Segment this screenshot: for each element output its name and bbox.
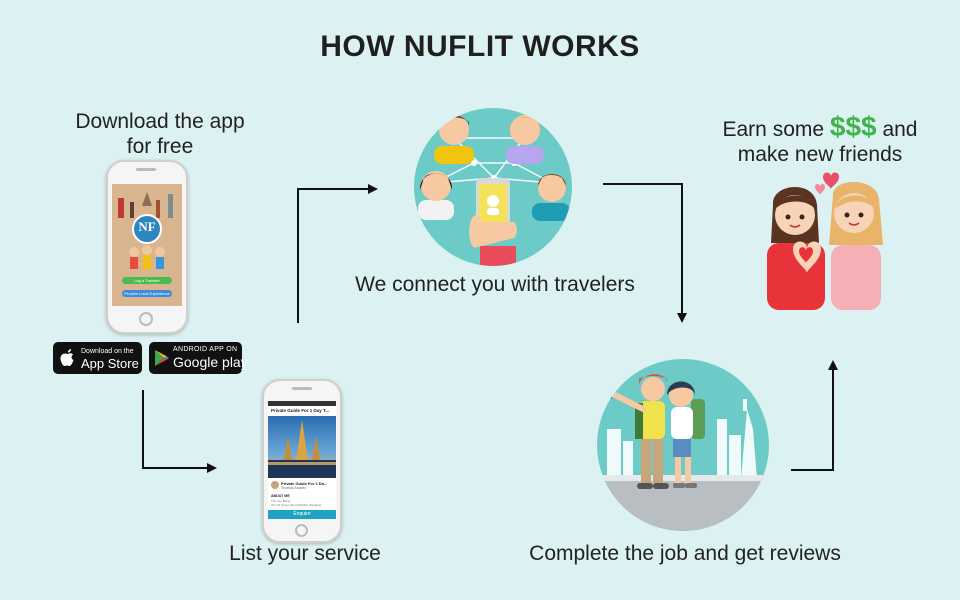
step-earn-line1: Earn some $$$ and <box>700 111 940 142</box>
apple-icon <box>60 349 74 366</box>
arrow-download-to-list <box>142 390 217 473</box>
phone-speaker <box>292 387 312 390</box>
step-download-label: Download the app for free <box>50 109 270 159</box>
earn-money: $$$ <box>829 111 877 142</box>
enquire-button[interactable]: Enquire <box>268 510 336 519</box>
google-play-badge[interactable]: ANDROID APP ON Google play <box>149 342 248 374</box>
arrow-connect-to-complete <box>603 183 687 323</box>
listing-author: Thomas Alvarez <box>281 486 307 490</box>
listing-title: Private Guide For 1 Da... <box>281 481 328 486</box>
friends-heart-illustration-icon <box>767 172 883 310</box>
google-play-small-text: ANDROID APP ON <box>173 346 238 353</box>
phone-speaker <box>136 168 156 171</box>
about-line1: The city, Bang... <box>271 499 293 503</box>
app-store-badge[interactable]: Download on the App Store <box>53 342 142 374</box>
step-complete-label: Complete the job and get reviews <box>529 542 841 565</box>
arrow-complete-to-earn <box>791 360 838 471</box>
arrow-list-to-connect <box>297 184 378 323</box>
app-store-small-text: Download on the <box>81 348 134 355</box>
phone-home-button <box>295 524 308 537</box>
step-connect-label: We connect you with travelers <box>355 273 635 296</box>
about-line2: 4/1 3/2 Tower Alford Rabbid, Bangkok <box>271 503 322 507</box>
earn-post: and <box>882 118 918 141</box>
temple-photo-icon <box>268 416 336 478</box>
host-avatar <box>271 481 279 489</box>
nuflit-logo-text: NF <box>138 219 156 234</box>
google-play-icon <box>155 350 169 366</box>
provide-experience-button[interactable]: Provide Local Experience <box>122 290 172 297</box>
network-people-icon <box>418 115 570 266</box>
earn-pre: Earn some <box>722 118 825 141</box>
phone-home-button <box>139 312 153 326</box>
step-earn-line2: make new friends <box>737 143 903 166</box>
nuflit-illustration-icon <box>118 192 173 269</box>
status-bar <box>268 401 336 406</box>
phone-download-app: NF Log a Traveler Provide Local Experien… <box>106 160 188 334</box>
listing-header: Private Guide For 1 Day T... <box>271 408 330 413</box>
phone-download-screen: NF Log a Traveler Provide Local Experien… <box>112 184 182 306</box>
phone-list-service: Private Guide For 1 Day T... Private Gui… <box>262 379 342 543</box>
step-download-line2: for free <box>126 135 194 158</box>
step-list-label: List your service <box>229 542 381 565</box>
google-play-big-text: Google play <box>173 354 248 370</box>
about-heading: ABOUT ME <box>271 494 290 498</box>
phone-list-screen: Private Guide For 1 Day T... Private Gui… <box>268 401 336 519</box>
log-traveler-button[interactable]: Log a Traveler <box>122 277 172 284</box>
page-title: HOW NUFLIT WORKS <box>320 30 640 63</box>
step-download-line1: Download the app <box>75 110 245 133</box>
connect-travelers-illustration <box>414 108 572 266</box>
step-earn-label: Earn some $$$ and make new friends <box>700 111 940 167</box>
app-store-big-text: App Store <box>81 356 139 371</box>
